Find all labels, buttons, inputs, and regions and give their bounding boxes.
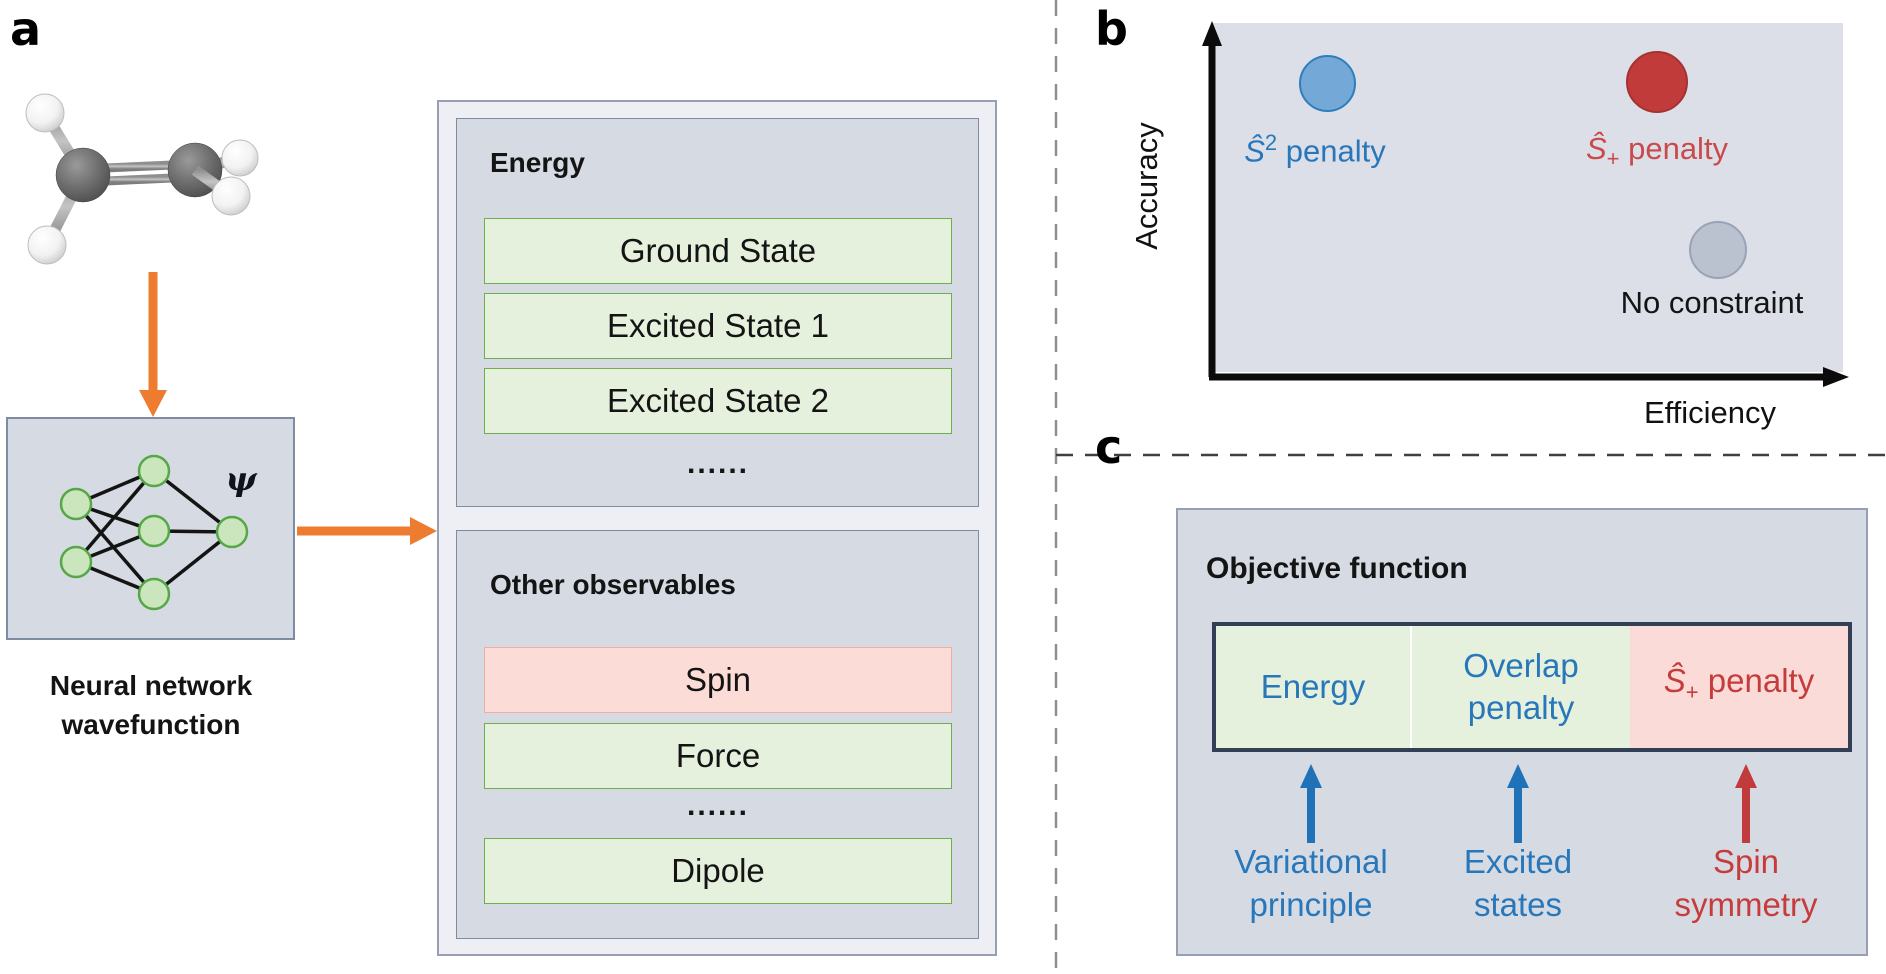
nn-caption-line1: Neural network [49,670,253,701]
nn-nodes [59,454,249,611]
no-constraint-label: No constraint [1620,285,1804,320]
plot-axes [1202,21,1849,387]
segment-splus-penalty: Ŝ+ penalty [1630,626,1848,748]
y-axis-arrowhead-icon [1202,21,1222,46]
ethylene-molecule-image [25,93,259,265]
spin-symmetry-label: Spin symmetry [1674,843,1818,923]
panel-a-letter: a [10,2,41,56]
data-point-s2-penalty [1299,55,1356,112]
down-arrow-icon [139,272,167,417]
excited-states-label: Excited states [1463,843,1573,923]
segment-overlap-penalty: Overlap penalty [1412,626,1630,748]
data-point-splus-penalty [1626,51,1688,113]
up-arrow-blue-icon [1507,764,1529,843]
s-hat-symbol: Ŝ [1244,133,1265,169]
energy-ellipsis: ...... [686,447,749,480]
hydrogen-atom [27,225,67,265]
variational-principle-label: Variational principle [1234,843,1388,923]
x-axis-label: Efficiency [1643,395,1777,430]
observable-row-force: Force [484,723,952,789]
hydrogen-atom [25,93,65,133]
observable-row-dipole: Dipole [484,838,952,904]
annotation-arrows [1300,764,1757,843]
data-point-no-constraint [1689,221,1747,279]
observables-ellipsis: ...... [686,789,749,822]
neural-network-box: ψ [6,417,295,640]
x-axis-arrowhead-icon [1823,367,1849,387]
psi-symbol: ψ [225,459,257,498]
s2-penalty-label: Ŝ2 penalty [1244,130,1386,169]
carbon-atom [55,147,111,203]
neural-network-graph [59,454,249,611]
objective-function-bar: Energy Overlap penalty Ŝ+ penalty [1212,622,1852,752]
energy-row-ground-state: Ground State [484,218,952,284]
s-hat-symbol: Ŝ [1663,662,1686,700]
segment-energy: Energy [1216,626,1412,748]
energy-box: Energy Ground State Excited State 1 Exci… [456,118,979,507]
energy-row-excited-state-1: Excited State 1 [484,293,952,359]
observables-box-title: Other observables [490,569,736,600]
splus-penalty-label: Ŝ+ penalty [1585,131,1729,172]
hydrogen-atom [211,176,251,216]
panel-c-letter: c [1095,420,1122,474]
up-arrow-blue-icon [1300,764,1322,843]
right-arrow-icon [297,517,437,545]
observable-row-spin: Spin [484,647,952,713]
energy-row-excited-state-2: Excited State 2 [484,368,952,434]
panel-b-letter: b [1095,2,1128,56]
energy-box-title: Energy [490,147,585,178]
other-observables-box: Other observables Spin Force ...... Dipo… [456,530,979,939]
hydrogen-atom [221,139,259,177]
y-axis-label: Accuracy [1129,122,1164,250]
s-hat-symbol: Ŝ [1585,131,1607,166]
outputs-outer-box: Energy Ground State Excited State 1 Exci… [437,100,997,956]
objective-function-box: Objective function Energy Overlap penalt… [1176,508,1868,956]
objective-function-title: Objective function [1206,552,1468,585]
up-arrow-red-icon [1735,764,1757,843]
nn-caption: Neural network wavefunction [0,666,302,744]
nn-caption-line2: wavefunction [61,709,241,740]
